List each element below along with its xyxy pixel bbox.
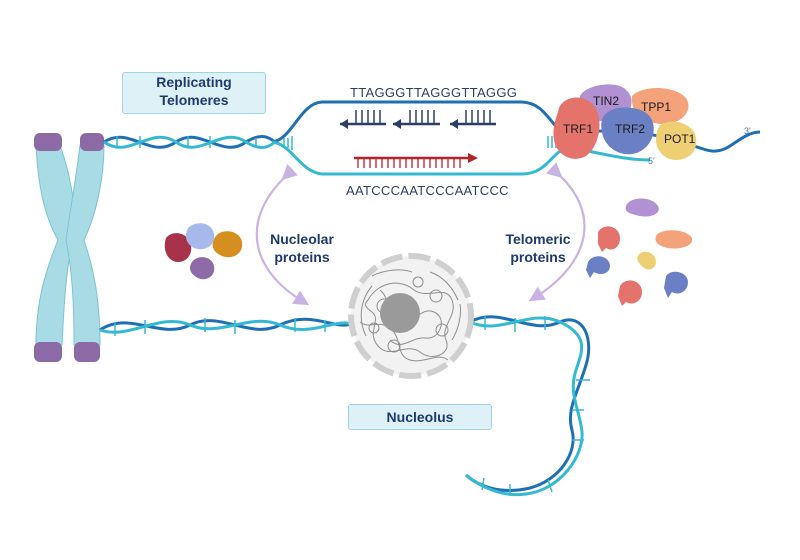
top-strand-sequence: TTAGGGTTAGGGTTAGGG [350, 85, 518, 100]
trf1-label: TRF1 [563, 122, 593, 136]
telomeric-proteins-label: Telomeric proteins [488, 230, 588, 266]
chromosome-cap-bottom-right [74, 342, 100, 362]
protein-purple [190, 257, 215, 280]
pot1-protein [656, 121, 697, 160]
nucleolar-label-line2: proteins [274, 249, 330, 265]
nucleolar-protein-cluster [164, 223, 243, 280]
chromosome [34, 133, 105, 362]
nucleolus-chromatin [359, 269, 461, 362]
leading-strand [354, 153, 478, 168]
nucleolus [348, 253, 474, 379]
chromosome-cap-top-left [34, 133, 62, 151]
tpp1-label: TPP1 [641, 100, 672, 114]
arrow-telomeric [528, 162, 586, 302]
scatter-peach [655, 230, 693, 249]
bottom-strand-sequence: AATCCCAATCCCAATCCC [346, 183, 509, 198]
replicating-label-line2: Telomeres [159, 92, 229, 108]
bubble-top-strand [271, 100, 569, 144]
trf1-protein [553, 97, 600, 159]
telomeric-label-line2: proteins [510, 249, 566, 265]
nucleolar-proteins-label: Nucleolar proteins [252, 230, 352, 266]
lagging-strand-fragments [340, 110, 496, 129]
lagging-fragment-2 [393, 110, 440, 129]
replication-bubble [271, 100, 569, 176]
lagging-fragment-1 [340, 110, 386, 129]
tin2-label: TIN2 [593, 94, 620, 108]
chromosome-arm-upper-right [65, 144, 105, 346]
three-prime-label: 3' [744, 126, 751, 136]
nucleolar-label-line1: Nucleolar [270, 231, 334, 247]
chromosome-cap-bottom-left [34, 342, 62, 362]
telomeric-protein-scatter [586, 198, 693, 306]
scatter-coral-2 [618, 280, 642, 306]
scatter-blue-2 [664, 271, 688, 298]
protein-periwinkle [186, 223, 215, 250]
arrow-nucleolar [255, 164, 310, 306]
lower-dna-helix [99, 315, 591, 497]
chromosome-cap-top-right [80, 133, 104, 151]
curved-arrows [255, 162, 586, 306]
pot1-label: POT1 [664, 132, 696, 146]
nucleolus-core [380, 293, 420, 333]
replicating-telomeres-label: Replicating Telomeres [122, 72, 266, 114]
shelterin-complex [553, 84, 697, 160]
upper-dna-rungs [116, 136, 257, 148]
scatter-blue-1 [586, 256, 610, 278]
upper-dna-helix [103, 135, 276, 149]
scatter-purple [625, 198, 659, 217]
trf2-label: TRF2 [615, 122, 645, 136]
lagging-fragment-3 [450, 110, 496, 129]
telomeric-label-line1: Telomeric [505, 231, 571, 247]
lower-dna-rungs [114, 316, 590, 496]
bubble-bottom-strand [271, 140, 569, 176]
five-prime-label: 5' [648, 156, 655, 166]
protein-crimson [164, 233, 192, 262]
scatter-coral-1 [598, 226, 620, 252]
bubble-rungs [283, 136, 557, 150]
trf2-protein [601, 107, 654, 155]
nucleolus-label: Nucleolus [348, 404, 492, 430]
protein-ochre [212, 231, 243, 258]
replicating-label-line1: Replicating [156, 74, 232, 90]
scatter-yellow [637, 251, 656, 270]
